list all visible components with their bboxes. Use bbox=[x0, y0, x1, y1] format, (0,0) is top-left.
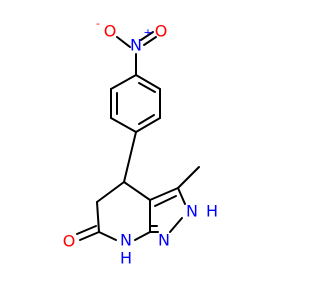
bond-c-o-double-a bbox=[79, 231, 100, 241]
lactam-nh-h-label: H bbox=[120, 249, 132, 268]
bond-c3a-c3 bbox=[149, 187, 179, 201]
bond-c3a-c4 bbox=[123, 181, 151, 201]
nitro-oxygen-double-label: O bbox=[155, 22, 168, 41]
nitro-oxygen-charge-label: - bbox=[96, 17, 100, 30]
nitro-oxygen-single-label: O bbox=[104, 22, 117, 41]
bond-benzene-6 bbox=[110, 74, 137, 90]
molecule-structure: O - N + O N H N N H O bbox=[63, 17, 218, 268]
nitro-nitrogen-label: N bbox=[130, 36, 142, 55]
bond-c3-n2 bbox=[177, 187, 186, 205]
bond-c5-c6 bbox=[96, 201, 100, 233]
pyrazole-n-label: N bbox=[158, 231, 170, 250]
atom-labels: O - N + O N H N N H O bbox=[63, 17, 218, 268]
bond-n-o-double-b bbox=[143, 36, 157, 46]
bond-c3-methyl bbox=[177, 166, 200, 189]
lactam-nh-label: N bbox=[120, 231, 132, 250]
bond-benzene-3 bbox=[135, 117, 161, 133]
bond-c6-n7 bbox=[98, 231, 117, 241]
bond-c-o-double-b bbox=[76, 225, 97, 235]
bond-c4-c5 bbox=[96, 181, 125, 203]
bond-lines bbox=[76, 31, 200, 241]
bond-benzene-inner-1 bbox=[138, 82, 156, 93]
nitro-nitrogen-charge-label: + bbox=[143, 26, 152, 39]
bond-n-o-single bbox=[116, 36, 131, 48]
bond-n-o-double-a bbox=[140, 31, 154, 41]
bond-n2-n1 bbox=[169, 217, 183, 233]
bond-benzene-4 bbox=[110, 117, 137, 133]
bond-aryl-c4 bbox=[123, 131, 137, 183]
bond-c3a-c3-inner bbox=[154, 195, 177, 207]
bond-benzene-1 bbox=[135, 74, 161, 90]
bond-n7-c7a bbox=[134, 231, 151, 241]
bond-benzene-inner-2 bbox=[138, 114, 155, 125]
pyrazole-nh-label: N bbox=[186, 202, 198, 221]
pyrazole-nh-h-label: H bbox=[206, 202, 218, 221]
carbonyl-oxygen-label: O bbox=[63, 232, 76, 251]
